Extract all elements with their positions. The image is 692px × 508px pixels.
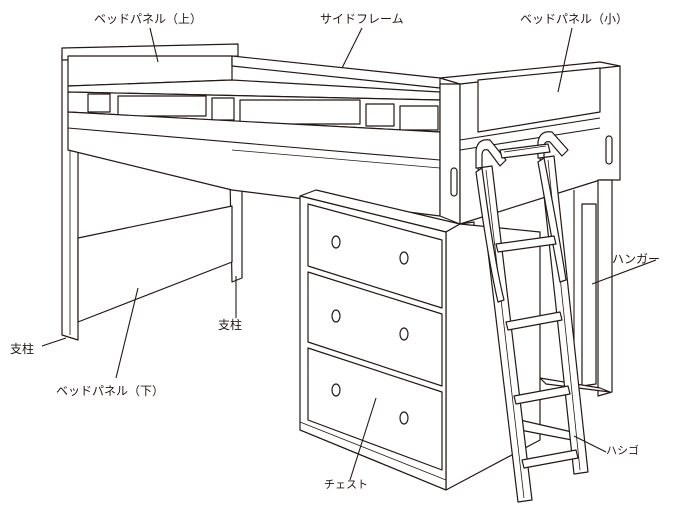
label-chest: チェスト — [324, 478, 368, 491]
label-bed-panel-lower: ベッドパネル（下） — [56, 384, 165, 398]
label-post-center: 支柱 — [218, 318, 243, 332]
leader-bed-panel-upper — [149, 27, 159, 63]
ladder — [475, 131, 589, 503]
leader-ladder — [573, 435, 607, 453]
leader-post-left — [41, 337, 67, 347]
leader-hanger — [591, 259, 657, 285]
leader-bed-panel-lower — [115, 287, 139, 379]
chest — [299, 189, 541, 491]
label-side-frame: サイドフレーム — [320, 12, 404, 26]
hanger-rail — [573, 190, 597, 388]
label-post-left: 支柱 — [10, 342, 35, 356]
label-bed-panel-upper: ベッドパネル（上） — [94, 12, 203, 26]
leader-chest — [349, 397, 377, 481]
leader-side-frame — [341, 27, 363, 69]
leader-bed-panel-small — [557, 27, 573, 93]
leader-lines — [41, 27, 657, 481]
label-ladder: ハシゴ — [606, 444, 639, 457]
bed-frame — [61, 43, 621, 425]
label-bed-panel-small: ベッドパネル（小） — [520, 12, 629, 26]
label-hanger: ハンガー — [612, 252, 661, 266]
